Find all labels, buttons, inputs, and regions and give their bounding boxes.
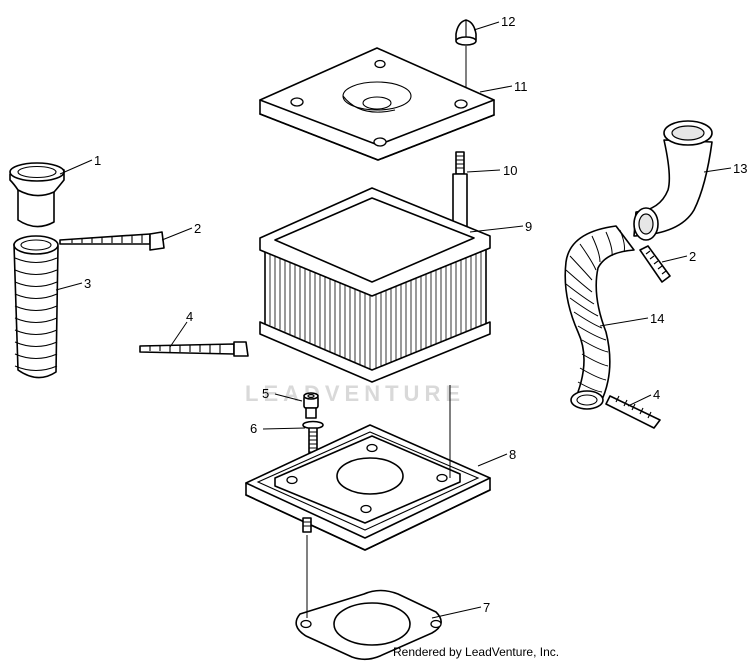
credit-text: Rendered by LeadVenture, Inc. xyxy=(393,645,560,659)
callout-4-left: 4 xyxy=(186,309,193,324)
part-13-elbow[interactable] xyxy=(633,120,713,241)
hose-14-ribs xyxy=(565,229,625,393)
callout-7: 7 xyxy=(483,600,490,615)
part-2-cable-tie-right[interactable] xyxy=(639,245,671,283)
watermark: LEADVENTURE xyxy=(245,381,465,406)
callout-13: 13 xyxy=(733,161,747,176)
callout-9: 9 xyxy=(525,219,532,234)
part-4-cable-tie-left[interactable] xyxy=(139,341,249,357)
leader-lines xyxy=(55,21,732,619)
callout-1: 1 xyxy=(94,153,101,168)
part-5-screw[interactable] xyxy=(303,392,319,419)
callout-6: 6 xyxy=(250,421,257,436)
part-14-hose[interactable] xyxy=(564,225,635,410)
callout-12: 12 xyxy=(501,14,515,29)
callout-11: 11 xyxy=(514,79,528,94)
part-9-filter-element[interactable] xyxy=(259,187,491,383)
filter-pleats xyxy=(269,246,482,370)
callout-8: 8 xyxy=(509,447,516,462)
part-4-cable-tie-right[interactable] xyxy=(605,395,661,429)
part-7-gasket[interactable] xyxy=(295,589,442,661)
callout-4-right: 4 xyxy=(653,387,660,402)
part-8-base-tray[interactable] xyxy=(245,424,491,551)
part-1-sleeve[interactable] xyxy=(9,162,65,228)
part-2-cable-tie-left[interactable] xyxy=(59,231,165,251)
part-3-hose[interactable] xyxy=(13,235,59,379)
hose-3-ribs xyxy=(14,257,58,372)
part-12-cap-nut[interactable] xyxy=(455,19,477,46)
callout-14: 14 xyxy=(650,311,664,326)
callout-10: 10 xyxy=(503,163,517,178)
callout-3: 3 xyxy=(84,276,91,291)
callout-5: 5 xyxy=(262,386,269,401)
part-11-cover[interactable] xyxy=(259,47,495,161)
callout-2-right: 2 xyxy=(689,249,696,264)
callout-2-left: 2 xyxy=(194,221,201,236)
